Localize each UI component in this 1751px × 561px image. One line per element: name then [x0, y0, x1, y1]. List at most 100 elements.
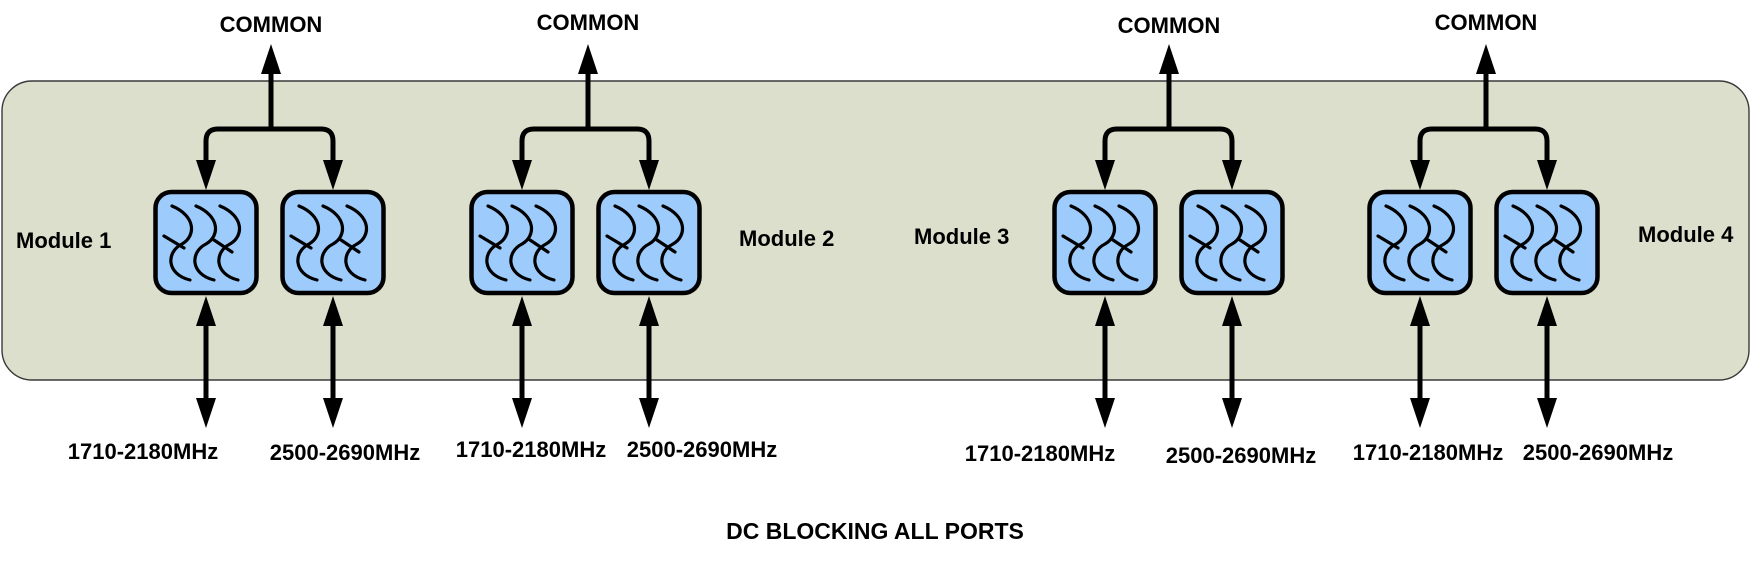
coupling-stroke	[1426, 238, 1448, 254]
bandpass-filter-icon	[469, 189, 575, 296]
resonator-wave	[1219, 204, 1243, 282]
arrow-down-icon	[1410, 160, 1430, 190]
arrow-down-icon	[639, 160, 659, 190]
coupling-stroke	[478, 234, 502, 250]
resonator-wave	[169, 204, 193, 282]
resonator-wave	[636, 204, 660, 282]
port-frequency-label: 1710-2180MHz	[1353, 440, 1503, 465]
resonator-wave	[320, 204, 344, 282]
arrow-down-icon	[639, 398, 659, 428]
module-label: Module 3	[914, 224, 1009, 249]
resonator-wave	[533, 204, 557, 282]
arrow-up-icon	[512, 296, 532, 326]
arrow-down-icon	[1537, 398, 1557, 428]
coupling-stroke	[1376, 234, 1400, 250]
resonator-wave	[193, 204, 217, 282]
port-frequency-label: 2500-2690MHz	[270, 440, 420, 465]
arrow-down-icon	[1537, 160, 1557, 190]
arrow-up-icon	[261, 44, 281, 74]
bandpass-filter-icon	[596, 189, 702, 296]
coupling-stroke	[1553, 238, 1575, 254]
resonator-wave	[1407, 204, 1431, 282]
arrow-up-icon	[639, 296, 659, 326]
resonator-wave	[1534, 204, 1558, 282]
arrow-up-icon	[1159, 44, 1179, 74]
resonator-wave	[509, 204, 533, 282]
resonator-wave	[1510, 204, 1534, 282]
arrow-up-icon	[578, 44, 598, 74]
port-frequency-label: 1710-2180MHz	[68, 439, 218, 464]
arrow-down-icon	[512, 160, 532, 190]
bandpass-filter-icon	[1179, 189, 1285, 296]
common-port-label: COMMON	[220, 12, 323, 37]
arrow-down-icon	[323, 398, 343, 428]
coupling-stroke	[339, 238, 361, 254]
arrow-down-icon	[1222, 398, 1242, 428]
module-panel	[1, 80, 1750, 381]
resonator-wave	[660, 204, 684, 282]
branch-line	[1102, 126, 1235, 165]
branch-line	[203, 126, 336, 165]
coupling-stroke	[212, 238, 234, 254]
module-label: Module 2	[739, 226, 834, 251]
port-frequency-label: 2500-2690MHz	[627, 437, 777, 462]
coupling-stroke	[1188, 234, 1212, 250]
resonator-wave	[1116, 204, 1140, 282]
resonator-wave	[1068, 204, 1092, 282]
common-port-label: COMMON	[1118, 13, 1221, 38]
module-3: COMMON 1710-2180MHz 2500-2690MHz Module 3	[914, 13, 1316, 468]
module-label: Module 4	[1638, 222, 1734, 247]
module-4: COMMON 1710-2180MHz 2500-2690MHz Module 4	[1353, 10, 1734, 465]
arrow-down-icon	[1095, 160, 1115, 190]
branch-line	[519, 126, 652, 165]
footer-note: DC BLOCKING ALL PORTS	[726, 518, 1024, 544]
arrow-up-icon	[323, 296, 343, 326]
arrow-down-icon	[1222, 160, 1242, 190]
arrow-up-icon	[1537, 296, 1557, 326]
arrow-down-icon	[1410, 398, 1430, 428]
coupling-stroke	[162, 234, 186, 250]
arrow-down-icon	[323, 160, 343, 190]
coupling-stroke	[655, 238, 677, 254]
resonator-wave	[1383, 204, 1407, 282]
resonator-wave	[217, 204, 241, 282]
port-frequency-label: 1710-2180MHz	[456, 437, 606, 462]
bandpass-filter-icon	[280, 189, 386, 296]
port-frequency-label: 1710-2180MHz	[965, 441, 1115, 466]
coupling-stroke	[289, 234, 313, 250]
coupling-stroke	[1503, 234, 1527, 250]
coupling-stroke	[528, 238, 550, 254]
bandpass-filter-icon	[1052, 189, 1158, 296]
bandpass-filter-icon	[153, 189, 259, 296]
common-port-label: COMMON	[1435, 10, 1538, 35]
branch-line	[1417, 126, 1550, 165]
arrow-down-icon	[512, 398, 532, 428]
resonator-wave	[612, 204, 636, 282]
port-frequency-label: 2500-2690MHz	[1166, 443, 1316, 468]
coupling-stroke	[1111, 238, 1133, 254]
arrow-down-icon	[196, 398, 216, 428]
arrow-up-icon	[1222, 296, 1242, 326]
module-2: COMMON 1710-2180MHz 2500-2690MHz Module 2	[456, 10, 835, 462]
coupling-stroke	[1061, 234, 1085, 250]
coupling-stroke	[1238, 238, 1260, 254]
bandpass-filter-icon	[1367, 189, 1473, 296]
arrow-down-icon	[1095, 398, 1115, 428]
resonator-wave	[1243, 204, 1267, 282]
arrow-up-icon	[1410, 296, 1430, 326]
resonator-wave	[296, 204, 320, 282]
resonator-wave	[1195, 204, 1219, 282]
bandpass-filter-icon	[1494, 189, 1600, 296]
resonator-wave	[344, 204, 368, 282]
coupling-stroke	[605, 234, 629, 250]
resonator-wave	[1558, 204, 1582, 282]
port-frequency-label: 2500-2690MHz	[1523, 440, 1673, 465]
resonator-wave	[1431, 204, 1455, 282]
arrow-up-icon	[1476, 44, 1496, 74]
common-port-label: COMMON	[537, 10, 640, 35]
resonator-wave	[485, 204, 509, 282]
arrow-up-icon	[1095, 296, 1115, 326]
resonator-wave	[1092, 204, 1116, 282]
